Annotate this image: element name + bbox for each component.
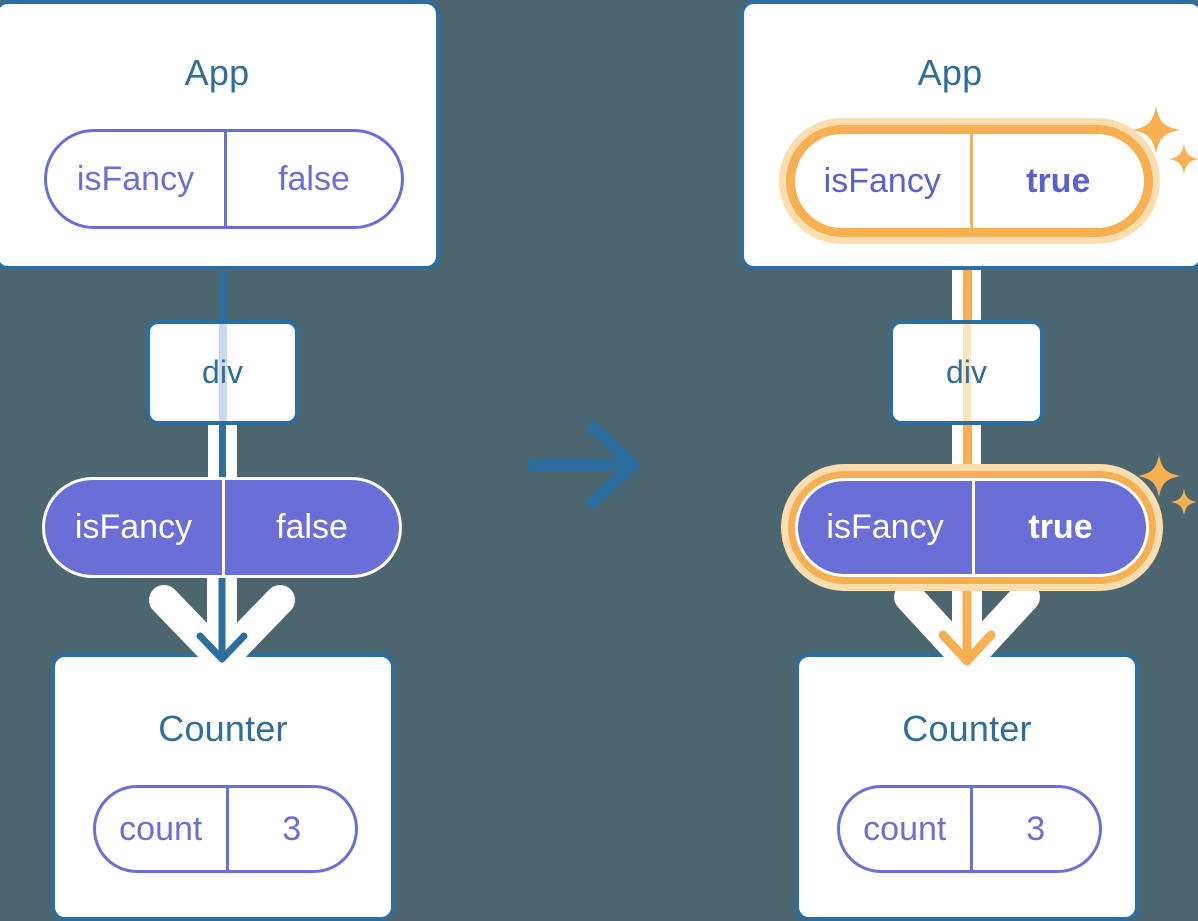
counter-state-value-before: 3 xyxy=(225,788,356,870)
connector-passthrough-after xyxy=(962,324,971,421)
prop-key-before: isFancy xyxy=(74,508,193,546)
app-card-title-after: App xyxy=(917,52,983,93)
counter-card-after: Counter count 3 xyxy=(795,653,1139,921)
connector-passthrough-before xyxy=(218,324,227,421)
app-state-value-after: true xyxy=(969,134,1145,228)
app-state-key-before: isFancy xyxy=(76,159,195,198)
app-card-before: App isFancy false xyxy=(0,0,440,270)
prop-value-before: false xyxy=(222,480,399,575)
app-card-after: App isFancy true xyxy=(740,0,1198,270)
prop-key-after: isFancy xyxy=(826,508,944,546)
prop-value-after: true xyxy=(972,481,1146,574)
counter-state-key-after: count xyxy=(863,809,947,848)
prop-arrow-after xyxy=(894,562,1040,675)
div-host-box-before: div xyxy=(146,320,299,425)
counter-state-value-after: 3 xyxy=(969,788,1100,870)
counter-card-title-after: Counter xyxy=(902,708,1032,749)
app-state-value-before: false xyxy=(224,132,401,226)
prop-pill-after[interactable]: isFancy true xyxy=(795,478,1149,577)
transition-arrow-icon xyxy=(526,421,640,509)
counter-state-key-before: count xyxy=(119,809,203,848)
app-card-title-before: App xyxy=(184,52,250,93)
app-state-key-after: isFancy xyxy=(823,161,941,200)
counter-card-before: Counter count 3 xyxy=(51,653,395,921)
counter-card-title-before: Counter xyxy=(158,708,288,749)
prop-pill-before[interactable]: isFancy false xyxy=(42,477,402,578)
prop-arrow-before xyxy=(149,562,295,675)
div-host-label-after: div xyxy=(946,354,987,390)
connector-app-to-div-before xyxy=(219,266,226,324)
connector-div-to-prop-after xyxy=(963,423,972,485)
counter-state-pill-after[interactable]: count 3 xyxy=(837,785,1102,873)
app-state-pill-before[interactable]: isFancy false xyxy=(44,129,404,229)
div-host-box-after: div xyxy=(889,320,1044,425)
counter-state-pill-before[interactable]: count 3 xyxy=(93,785,358,873)
connector-div-to-prop-before xyxy=(219,423,226,483)
div-host-label-before: div xyxy=(202,354,243,390)
app-state-pill-after[interactable]: isFancy true xyxy=(792,131,1147,231)
